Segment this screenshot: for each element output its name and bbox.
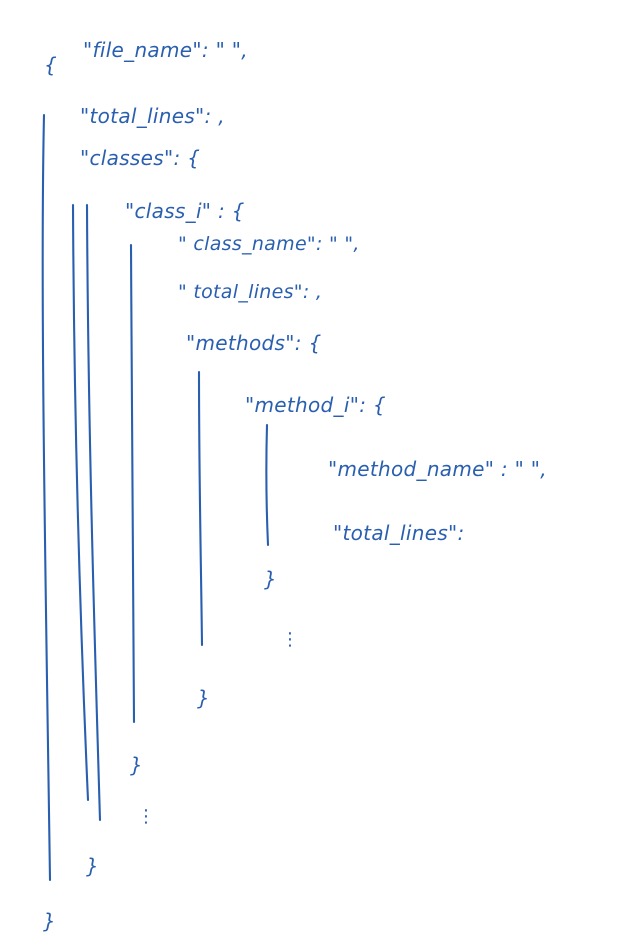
file-name-line: "file_name": " ", [83,38,248,62]
method-total-lines-line: "total_lines": [333,521,465,545]
method-name-line: "method_name" : " ", [328,457,547,481]
method-i-close-brace: } [264,567,277,591]
file-total-lines-line: "total_lines": , [80,104,225,128]
root-open-brace: { [44,53,57,77]
classes-line: "classes": { [80,146,200,170]
class-name-line: " class_name": " ", [178,233,360,255]
class-i-scope-line [85,203,102,822]
class-i-line: "class_i" : { [125,199,245,223]
methods-line: "methods": { [186,331,321,355]
root-close-brace: } [43,909,56,933]
method-i-line: "method_i": { [245,393,386,417]
root-scope-line [41,113,52,882]
method-i-scope-line [265,423,270,547]
classes-ellipsis: ⋮ [137,806,155,827]
methods-scope-line [197,370,204,647]
class-i-inner-scope-line [129,243,136,724]
class-i-close-brace: } [130,753,143,777]
class-total-lines-line: " total_lines": , [178,281,322,303]
classes-scope-line [71,203,90,802]
methods-ellipsis: ⋮ [281,629,299,650]
classes-close-brace: } [86,854,99,878]
methods-close-brace: } [197,686,210,710]
